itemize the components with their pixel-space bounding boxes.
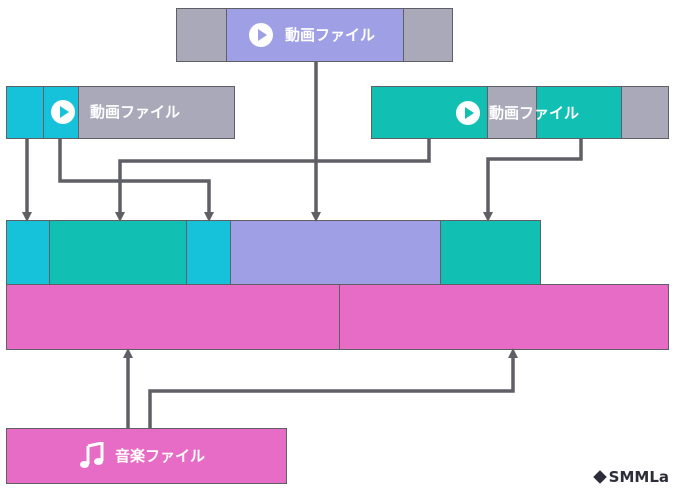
audio-clip-label: 音楽ファイル	[115, 447, 206, 465]
play-icon	[456, 101, 480, 125]
top-video-clip: 動画ファイル	[226, 8, 404, 62]
right-clip-right-handle	[621, 86, 669, 139]
video-track-segment-2	[49, 220, 187, 285]
arrow-right-right-segment-to-track	[483, 139, 583, 222]
play-icon	[51, 100, 75, 124]
left-video-label: 動画ファイル	[90, 103, 181, 121]
logo-mark-icon	[592, 470, 607, 484]
smmla-logo: SMMLa	[592, 468, 669, 486]
audio-track-segment-2	[339, 284, 669, 350]
audio-clip: 音楽ファイル	[6, 428, 287, 484]
logo-text: SMMLa	[608, 468, 669, 486]
right-clip-right-segment	[536, 86, 622, 139]
right-clip-middle-segment	[487, 86, 537, 139]
music-note-icon	[80, 442, 104, 468]
video-track-segment-4	[230, 220, 441, 285]
top-clip-left-handle	[176, 8, 227, 62]
right-video-label: 動画ファイル	[489, 104, 580, 122]
arrow-left-segment-to-track	[58, 139, 214, 222]
top-video-label: 動画ファイル	[285, 26, 376, 44]
play-icon	[249, 23, 273, 47]
left-clip-active-segment	[43, 86, 79, 139]
arrow-audio-to-track-2	[148, 348, 518, 428]
video-track-segment-1	[6, 220, 50, 285]
right-clip-left-segment	[371, 86, 488, 139]
top-clip-right-handle	[403, 8, 453, 62]
left-video-clip: 動画ファイル	[78, 86, 235, 139]
video-track-segment-5	[440, 220, 541, 285]
arrow-right-left-segment-to-track	[115, 139, 431, 222]
